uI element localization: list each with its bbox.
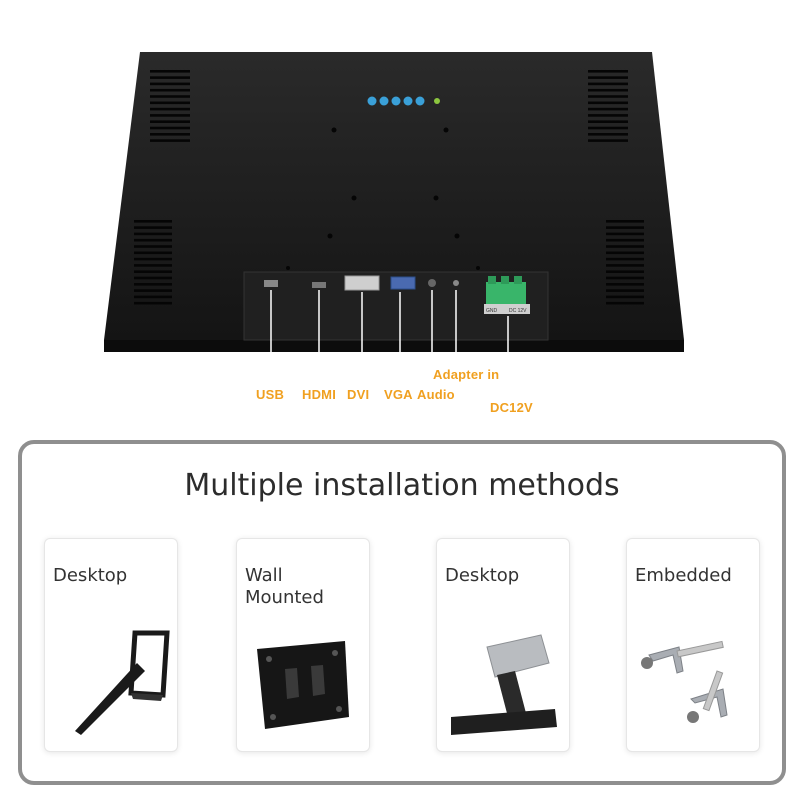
monitor-case: [104, 52, 684, 340]
dc12v-label: DC12V: [490, 400, 533, 415]
vent-slot: [588, 76, 628, 79]
vent-slot: [150, 107, 190, 111]
dvi-port: [344, 275, 380, 291]
vent-slot: [606, 270, 644, 273]
vent-slot: [134, 257, 172, 261]
vent-slot: [134, 276, 172, 280]
dc-terminal-block: [486, 282, 526, 304]
vent-slot: [588, 133, 628, 136]
vent-slot: [588, 70, 628, 73]
power-led: [434, 98, 440, 104]
installation-methods-panel: Multiple installation methods Desktop Wa…: [18, 440, 786, 785]
gnd-print: GND: [486, 308, 498, 314]
vent-slot: [588, 88, 628, 92]
vent-slot: [150, 101, 190, 105]
vent-slot: [150, 139, 190, 142]
vent-slot: [134, 251, 172, 255]
vent-slot: [606, 245, 644, 248]
hdmi-port: [312, 282, 326, 288]
vent-slot: [606, 238, 644, 242]
vent-slot: [606, 220, 644, 223]
card-label: Wall Mounted: [245, 565, 324, 608]
install-card-desktop-stand: Desktop: [436, 538, 570, 752]
vent-slot: [606, 257, 644, 261]
wall-mount-plate-icon: [257, 641, 349, 729]
embedded-clamp-icon: [641, 640, 728, 723]
leader-lines: [270, 290, 509, 396]
control-buttons: [367, 96, 440, 106]
adapter-label: Adapter in: [433, 367, 500, 382]
adapter-jack: [453, 280, 459, 286]
installation-title: Multiple installation methods: [184, 468, 620, 503]
audio-jack: [428, 279, 436, 287]
vesa-holes: [286, 127, 480, 270]
desktop-stand-icon: [451, 634, 557, 735]
vent-slot: [606, 289, 644, 292]
port-bay: [243, 271, 549, 341]
vent-slot: [606, 301, 644, 305]
install-card-wall-mounted: Wall Mounted: [236, 538, 370, 752]
desktop-bracket-icon: [75, 630, 170, 735]
vent-slot: [150, 88, 190, 92]
vga-port: [390, 276, 416, 290]
vent-slot: [134, 238, 172, 242]
monitor-bezel-edge: [104, 340, 684, 352]
hdmi-label: HDMI: [302, 387, 337, 402]
card-label: Embedded: [635, 565, 732, 586]
vent-slot: [134, 226, 172, 229]
vent-slot: [588, 82, 628, 86]
vent-slot: [134, 232, 172, 236]
vent-slot: [588, 126, 628, 130]
vent-slot: [134, 270, 172, 273]
vent-slot: [606, 276, 644, 280]
vent-slot: [606, 295, 644, 299]
vent-slot: [588, 120, 628, 123]
vent-slot: [134, 220, 172, 223]
usb-label: USB: [256, 387, 285, 402]
monitor-back-view: GND DC 12V USB HDMI DVI VGA Audio Adapte…: [104, 52, 684, 415]
vent-slot: [134, 245, 172, 248]
vent-slot: [134, 283, 172, 286]
install-card-desktop-bracket: Desktop: [44, 538, 178, 752]
vent-slot: [606, 264, 644, 267]
vent-slot: [150, 70, 190, 73]
vent-slot: [588, 101, 628, 105]
vent-slot: [150, 126, 190, 130]
vent-slot: [588, 95, 628, 98]
vent-slot: [606, 232, 644, 236]
vent-slot: [606, 251, 644, 255]
io-ports: GND DC 12V: [264, 275, 530, 314]
vga-label: VGA: [384, 387, 413, 402]
vent-slot: [134, 289, 172, 292]
vent-slot: [150, 82, 190, 86]
vent-slot: [134, 295, 172, 299]
vent-slot: [588, 139, 628, 142]
vent-slot: [150, 133, 190, 136]
vent-slot: [150, 95, 190, 98]
vent-slot: [134, 301, 172, 305]
ventilation-slots: [134, 70, 644, 305]
card-label: Desktop: [445, 565, 520, 586]
card-label: Desktop: [53, 565, 128, 586]
vent-slot: [150, 120, 190, 123]
vent-slot: [150, 114, 190, 117]
vent-slot: [606, 283, 644, 286]
monitor-back-illustration: GND DC 12V: [104, 52, 684, 396]
dvi-label: DVI: [347, 387, 370, 402]
usb-port: [264, 280, 278, 287]
install-card-embedded: Embedded: [626, 538, 760, 752]
dc-print: DC 12V: [509, 308, 527, 314]
vent-slot: [588, 114, 628, 117]
vent-slot: [134, 264, 172, 267]
vent-slot: [150, 76, 190, 79]
vent-slot: [588, 107, 628, 111]
vent-slot: [606, 226, 644, 229]
audio-label: Audio: [417, 387, 455, 402]
